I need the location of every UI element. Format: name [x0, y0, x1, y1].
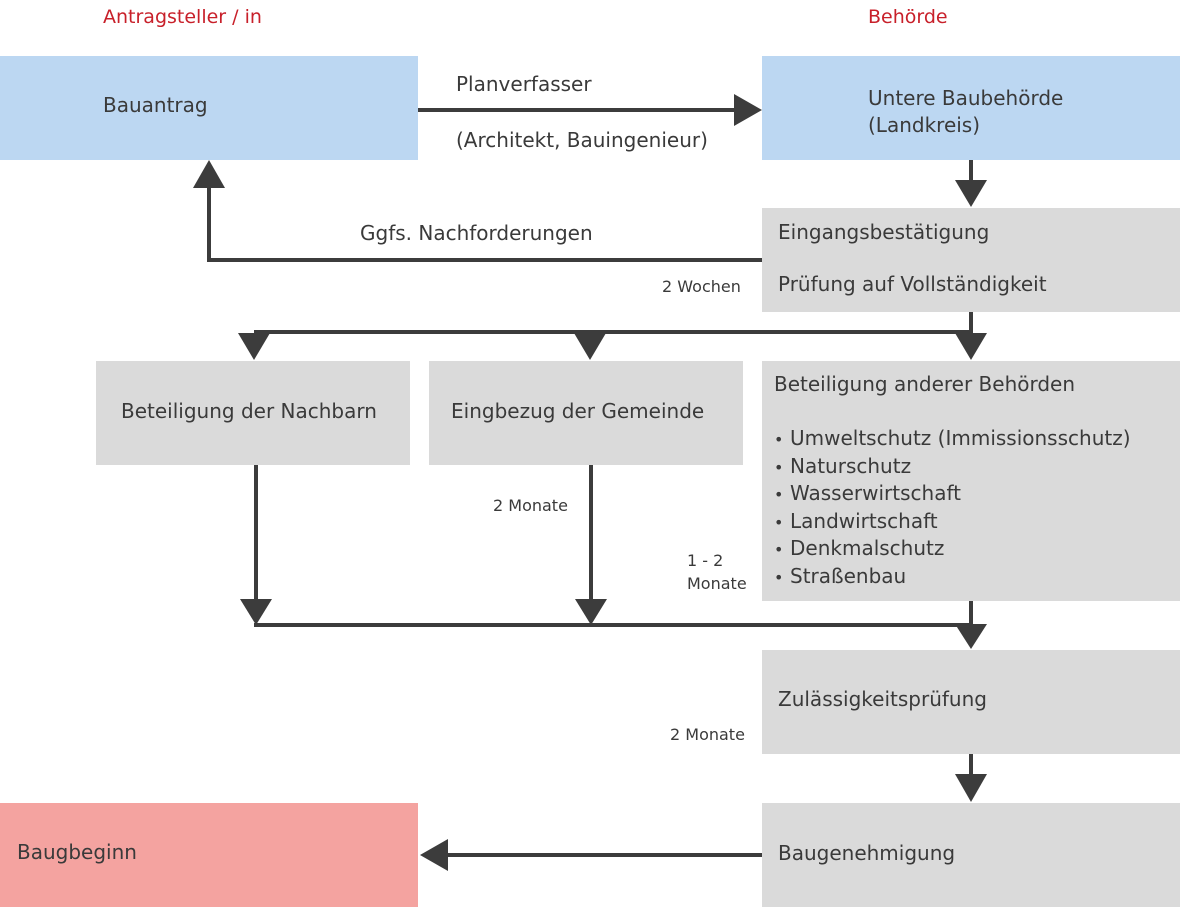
nachforderungen-label: Ggfs. Nachforderungen: [360, 221, 593, 245]
list-item: •Naturschutz: [774, 453, 912, 478]
eingang-box: Eingangsbestätigung Prüfung auf Vollstän…: [762, 208, 1180, 312]
baubehoerde-box: Untere Baubehörde (Landkreis): [762, 56, 1180, 160]
arrow-nachbarn-down-head: [240, 599, 272, 625]
arrow-genehmigung-to-baubeginn-head: [420, 839, 448, 871]
arrow-gemeinde-down-head: [575, 599, 607, 625]
baugenehmigung-box: Baugenehmigung: [762, 803, 1180, 907]
list-item: •Denkmalschutz: [774, 536, 945, 560]
eingang-label-line2: Prüfung auf Vollständigkeit: [778, 272, 1047, 296]
applicant-header: Antragsteller / in: [103, 6, 262, 28]
behoerden-box: Beteiligung anderer Behörden •Umweltschu…: [762, 361, 1180, 601]
arrow-behoerde-to-eingang-head: [955, 180, 987, 207]
gemeinde-box: Eingbezug der Gemeinde: [429, 361, 743, 465]
arrow-to-zulaessigkeit-head: [955, 624, 987, 649]
duration-behoerden-line2: Monate: [687, 574, 747, 593]
eingang-label-line1: Eingangsbestätigung: [778, 220, 990, 244]
baugenehmigung-label: Baugenehmigung: [778, 841, 956, 865]
behoerden-title: Beteiligung anderer Behörden: [774, 372, 1076, 396]
duration-gemeinde: 2 Monate: [493, 496, 568, 515]
authority-header: Behörde: [868, 6, 948, 28]
list-item: •Wasserwirtschaft: [774, 481, 961, 505]
baubeginn-box: Baugbeginn: [0, 803, 418, 907]
list-item: •Landwirtschaft: [774, 508, 938, 533]
arrow-antrag-to-behoerde-head: [734, 94, 762, 126]
arrow-nachforderungen-head: [193, 160, 225, 188]
list-item: •Straßenbau: [774, 563, 907, 588]
planverfasser-label: Planverfasser: [456, 72, 592, 96]
nachbarn-label: Beteiligung der Nachbarn: [121, 399, 377, 423]
baubehoerde-label-line1: Untere Baubehörde: [868, 86, 1064, 110]
arrow-zul-to-genehmigung-head: [955, 774, 987, 802]
baubeginn-label: Baugbeginn: [17, 840, 137, 864]
gemeinde-label: Eingbezug der Gemeinde: [451, 399, 705, 423]
duration-2-wochen: 2 Wochen: [662, 277, 741, 296]
list-item: •Umweltschutz (Immissionsschutz): [774, 426, 1131, 450]
arrow-to-nachbarn-head: [238, 333, 270, 360]
bauantrag-label: Bauantrag: [103, 93, 208, 117]
baubehoerde-label-line2: (Landkreis): [868, 113, 981, 137]
architekt-label: (Architekt, Bauingenieur): [456, 128, 708, 152]
bauantrag-box: Bauantrag: [0, 56, 418, 160]
arrow-to-gemeinde-head: [574, 333, 606, 360]
behoerden-list: •Umweltschutz (Immissionsschutz) •Naturs…: [774, 425, 1131, 590]
arrow-to-behoerden-head: [955, 333, 987, 360]
nachbarn-box: Beteiligung der Nachbarn: [96, 361, 410, 465]
duration-behoerden-line1: 1 - 2: [687, 551, 724, 570]
arrow-nachforderungen-line: [207, 186, 762, 262]
zulaessigkeit-label: Zulässigkeitsprüfung: [778, 687, 987, 711]
zulaessigkeit-box: Zulässigkeitsprüfung: [762, 650, 1180, 754]
duration-zulaessigkeit: 2 Monate: [670, 725, 745, 744]
